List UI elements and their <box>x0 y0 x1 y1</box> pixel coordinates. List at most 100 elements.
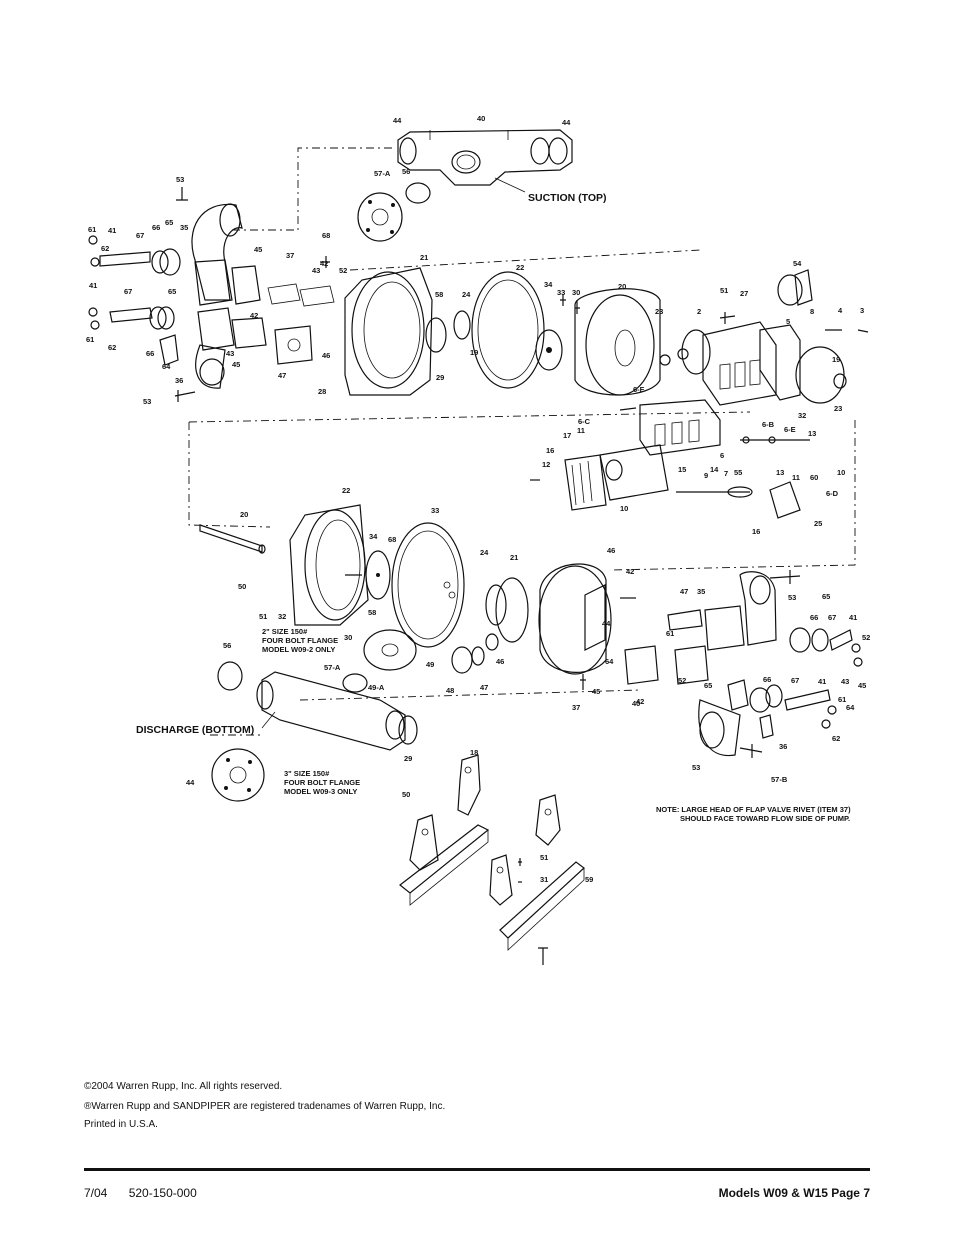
part-number: 42 <box>626 567 634 576</box>
part-number: 65 <box>704 681 712 690</box>
assembly-guide-lines <box>188 147 856 736</box>
part-number: 21 <box>420 253 428 262</box>
footer-date: 7/04 <box>84 1186 108 1200</box>
part-number: 58 <box>435 290 443 299</box>
part-number: 6-C <box>578 417 591 426</box>
part-number: 67 <box>136 231 144 240</box>
part-number: 41 <box>818 677 826 686</box>
part-number: 64 <box>162 362 171 371</box>
svg-text:2" SIZE 150#: 2" SIZE 150# <box>262 627 308 636</box>
part-number: 22 <box>342 486 350 495</box>
part-number: 47 <box>480 683 488 692</box>
part-number: 30 <box>572 288 580 297</box>
part-number: 10 <box>837 468 845 477</box>
part-number: 48 <box>446 686 454 695</box>
part-number: 22 <box>516 263 524 272</box>
part-number: 66 <box>152 223 160 232</box>
part-number: 6-B <box>762 420 775 429</box>
part-number: 61 <box>86 335 94 344</box>
part-number: 44 <box>562 118 571 127</box>
part-number: 50 <box>238 582 246 591</box>
part-number: 58 <box>368 608 376 617</box>
printed-line: Printed in U.S.A. <box>84 1119 158 1130</box>
part-number: 49-A <box>368 683 385 692</box>
mounting-feet <box>399 754 585 965</box>
part-number: 43 <box>841 677 849 686</box>
part-number: 61 <box>838 695 846 704</box>
part-number: 19 <box>470 348 478 357</box>
part-number: 57-A <box>324 663 341 672</box>
suction-label: SUCTION (TOP) <box>528 192 607 204</box>
lower-chambers <box>199 504 612 675</box>
part-number: 56 <box>223 641 231 650</box>
part-number: 56 <box>402 167 410 176</box>
part-number: 3 <box>860 306 864 315</box>
part-number: 41 <box>849 613 857 622</box>
part-number: 67 <box>124 287 132 296</box>
part-number: 32 <box>278 612 286 621</box>
part-number: 13 <box>776 468 784 477</box>
part-number: 45 <box>858 681 866 690</box>
discharge-manifold <box>211 661 418 802</box>
part-number: 37 <box>286 251 294 260</box>
part-number: 13 <box>808 429 816 438</box>
part-number: 29 <box>404 754 412 763</box>
part-number: 15 <box>678 465 686 474</box>
part-number: 5 <box>786 317 790 326</box>
part-number: 40 <box>477 114 485 123</box>
svg-text:3" SIZE 150#: 3" SIZE 150# <box>284 769 330 778</box>
part-number: 46 <box>496 657 504 666</box>
part-number: 6-F <box>633 385 645 394</box>
svg-text:MODEL W09-3 ONLY: MODEL W09-3 ONLY <box>284 787 357 796</box>
part-number: 29 <box>436 373 444 382</box>
part-number: 67 <box>828 613 836 622</box>
part-number: 52 <box>678 676 686 685</box>
part-number: 42 <box>250 311 258 320</box>
part-number: 43 <box>312 266 320 275</box>
flap-valve-note: NOTE: LARGE HEAD OF FLAP VALVE RIVET (IT… <box>656 805 851 823</box>
part-number: 62 <box>832 734 840 743</box>
part-number: 47 <box>680 587 688 596</box>
part-number: 25 <box>814 519 822 528</box>
part-number: 44 <box>602 619 611 628</box>
footer-rule <box>84 1168 870 1171</box>
part-number: 28 <box>318 387 326 396</box>
part-number: 24 <box>462 290 471 299</box>
part-number: 8 <box>810 307 814 316</box>
part-number: 7 <box>724 469 728 478</box>
part-number: 31 <box>540 875 548 884</box>
svg-text:FOUR BOLT FLANGE: FOUR BOLT FLANGE <box>284 778 360 787</box>
part-number: 67 <box>791 676 799 685</box>
part-number: 33 <box>557 288 565 297</box>
part-number: 20 <box>240 510 248 519</box>
part-number: 45 <box>232 360 240 369</box>
part-number: 45 <box>592 687 600 696</box>
part-number: 18 <box>470 748 478 757</box>
part-number: 32 <box>798 411 806 420</box>
part-number: 16 <box>546 446 554 455</box>
part-number: 55 <box>734 468 742 477</box>
part-number: 36 <box>175 376 183 385</box>
part-number: 57-A <box>374 169 391 178</box>
trademark-line: ®Warren Rupp and SANDPIPER are registere… <box>84 1101 446 1112</box>
part-number: 46 <box>322 351 330 360</box>
part-number: 57-B <box>771 775 788 784</box>
part-number: 35 <box>697 587 705 596</box>
part-number: 11 <box>577 426 585 435</box>
part-number: 41 <box>108 226 116 235</box>
part-number: 66 <box>146 349 154 358</box>
part-number: 42 <box>636 697 644 706</box>
part-number: 51 <box>720 286 728 295</box>
part-number: 20 <box>618 282 626 291</box>
flange-note-2in: 2" SIZE 150# FOUR BOLT FLANGE MODEL W09-… <box>262 627 338 654</box>
valve-body-upper <box>659 269 869 406</box>
part-number: 19 <box>832 355 840 364</box>
part-number: 43 <box>226 349 234 358</box>
part-number: 42 <box>320 259 328 268</box>
part-number: 62 <box>101 244 109 253</box>
part-number: 36 <box>779 742 787 751</box>
suction-manifold <box>357 129 573 242</box>
part-number: 49 <box>426 660 434 669</box>
center-section <box>530 399 810 519</box>
